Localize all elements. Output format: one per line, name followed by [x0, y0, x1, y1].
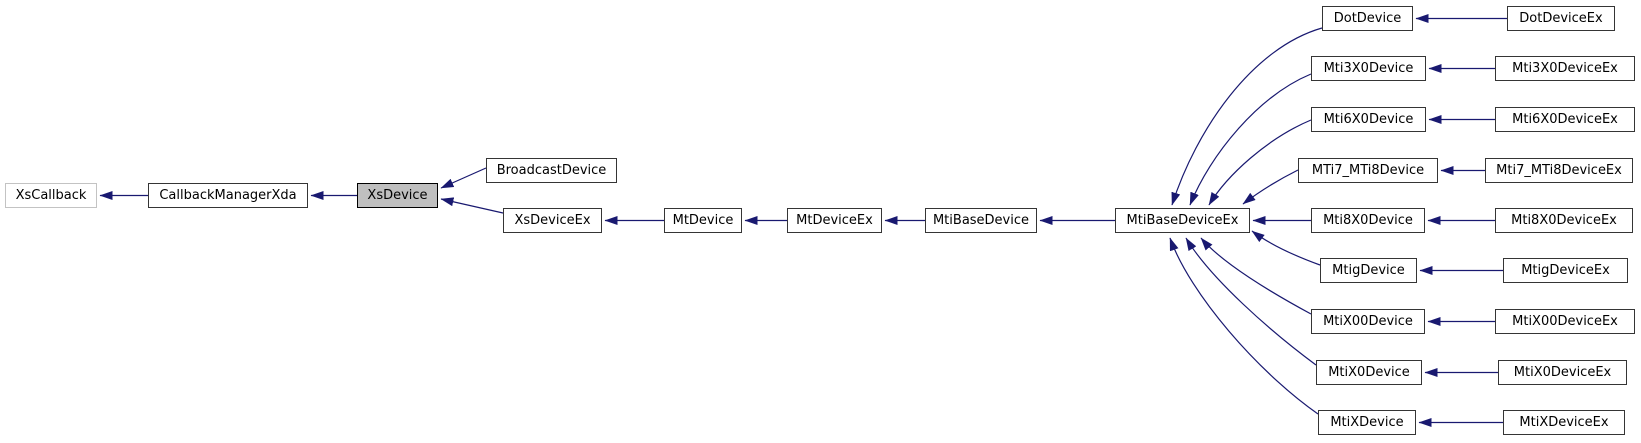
node-mtdevice[interactable]: MtDevice	[664, 208, 742, 233]
node-mtibasedeviceex[interactable]: MtiBaseDeviceEx	[1115, 208, 1250, 233]
edge-mtixdevice-to-mtibasedeviceex	[1169, 237, 1319, 415]
node-mti6x0deviceex[interactable]: Mti6X0DeviceEx	[1495, 107, 1635, 132]
node-mti8x0deviceex[interactable]: Mti8X0DeviceEx	[1495, 208, 1633, 233]
edge-dotdevice-to-mtibasedeviceex	[1171, 27, 1323, 206]
edge-mti6x0device-to-mtibasedeviceex	[1208, 119, 1312, 206]
node-dotdevice[interactable]: DotDevice	[1322, 6, 1413, 31]
node-mti3x0deviceex[interactable]: Mti3X0DeviceEx	[1495, 56, 1635, 81]
edge-mti3x0device-to-mtibasedeviceex	[1189, 73, 1312, 206]
node-callbackmanagerxda[interactable]: CallbackManagerXda	[148, 183, 308, 208]
node-mtixdeviceex[interactable]: MtiXDeviceEx	[1503, 410, 1625, 435]
node-mtix00device[interactable]: MtiX00Device	[1311, 309, 1425, 334]
node-mti3x0device[interactable]: Mti3X0Device	[1311, 56, 1426, 81]
edge-mti7-mti8device-to-mtibasedeviceex	[1242, 169, 1299, 205]
node-mtigdevice[interactable]: MtigDevice	[1320, 258, 1417, 283]
node-mtix0deviceex[interactable]: MtiX0DeviceEx	[1498, 360, 1627, 385]
node-mtdeviceex[interactable]: MtDeviceEx	[787, 208, 882, 233]
edge-mtigdevice-to-mtibasedeviceex	[1251, 230, 1321, 266]
node-xscallback: XsCallback	[5, 183, 97, 208]
node-mti8x0device[interactable]: Mti8X0Device	[1311, 208, 1425, 233]
node-dotdeviceex[interactable]: DotDeviceEx	[1507, 6, 1615, 31]
edge-broadcastdevice-to-xsdevice	[440, 167, 487, 189]
edge-xsdeviceex-to-xsdevice	[440, 197, 504, 214]
node-mtix00deviceex[interactable]: MtiX00DeviceEx	[1495, 309, 1635, 334]
edge-mtix0device-to-mtibasedeviceex	[1185, 237, 1317, 366]
node-xsdeviceex[interactable]: XsDeviceEx	[503, 208, 602, 233]
edge-mtix00device-to-mtibasedeviceex	[1200, 237, 1312, 315]
node-xsdevice: XsDevice	[357, 183, 438, 208]
node-broadcastdevice[interactable]: BroadcastDevice	[486, 158, 617, 183]
node-mtigdeviceex[interactable]: MtigDeviceEx	[1503, 258, 1628, 283]
node-mti7-mti8deviceex[interactable]: Mti7_MTi8DeviceEx	[1485, 158, 1633, 183]
node-mtibasedevice[interactable]: MtiBaseDevice	[925, 208, 1037, 233]
node-mti6x0device[interactable]: Mti6X0Device	[1311, 107, 1426, 132]
node-mti7-mti8device[interactable]: MTi7_MTi8Device	[1298, 158, 1438, 183]
node-mtix0device[interactable]: MtiX0Device	[1316, 360, 1422, 385]
node-mtixdevice[interactable]: MtiXDevice	[1318, 410, 1416, 435]
